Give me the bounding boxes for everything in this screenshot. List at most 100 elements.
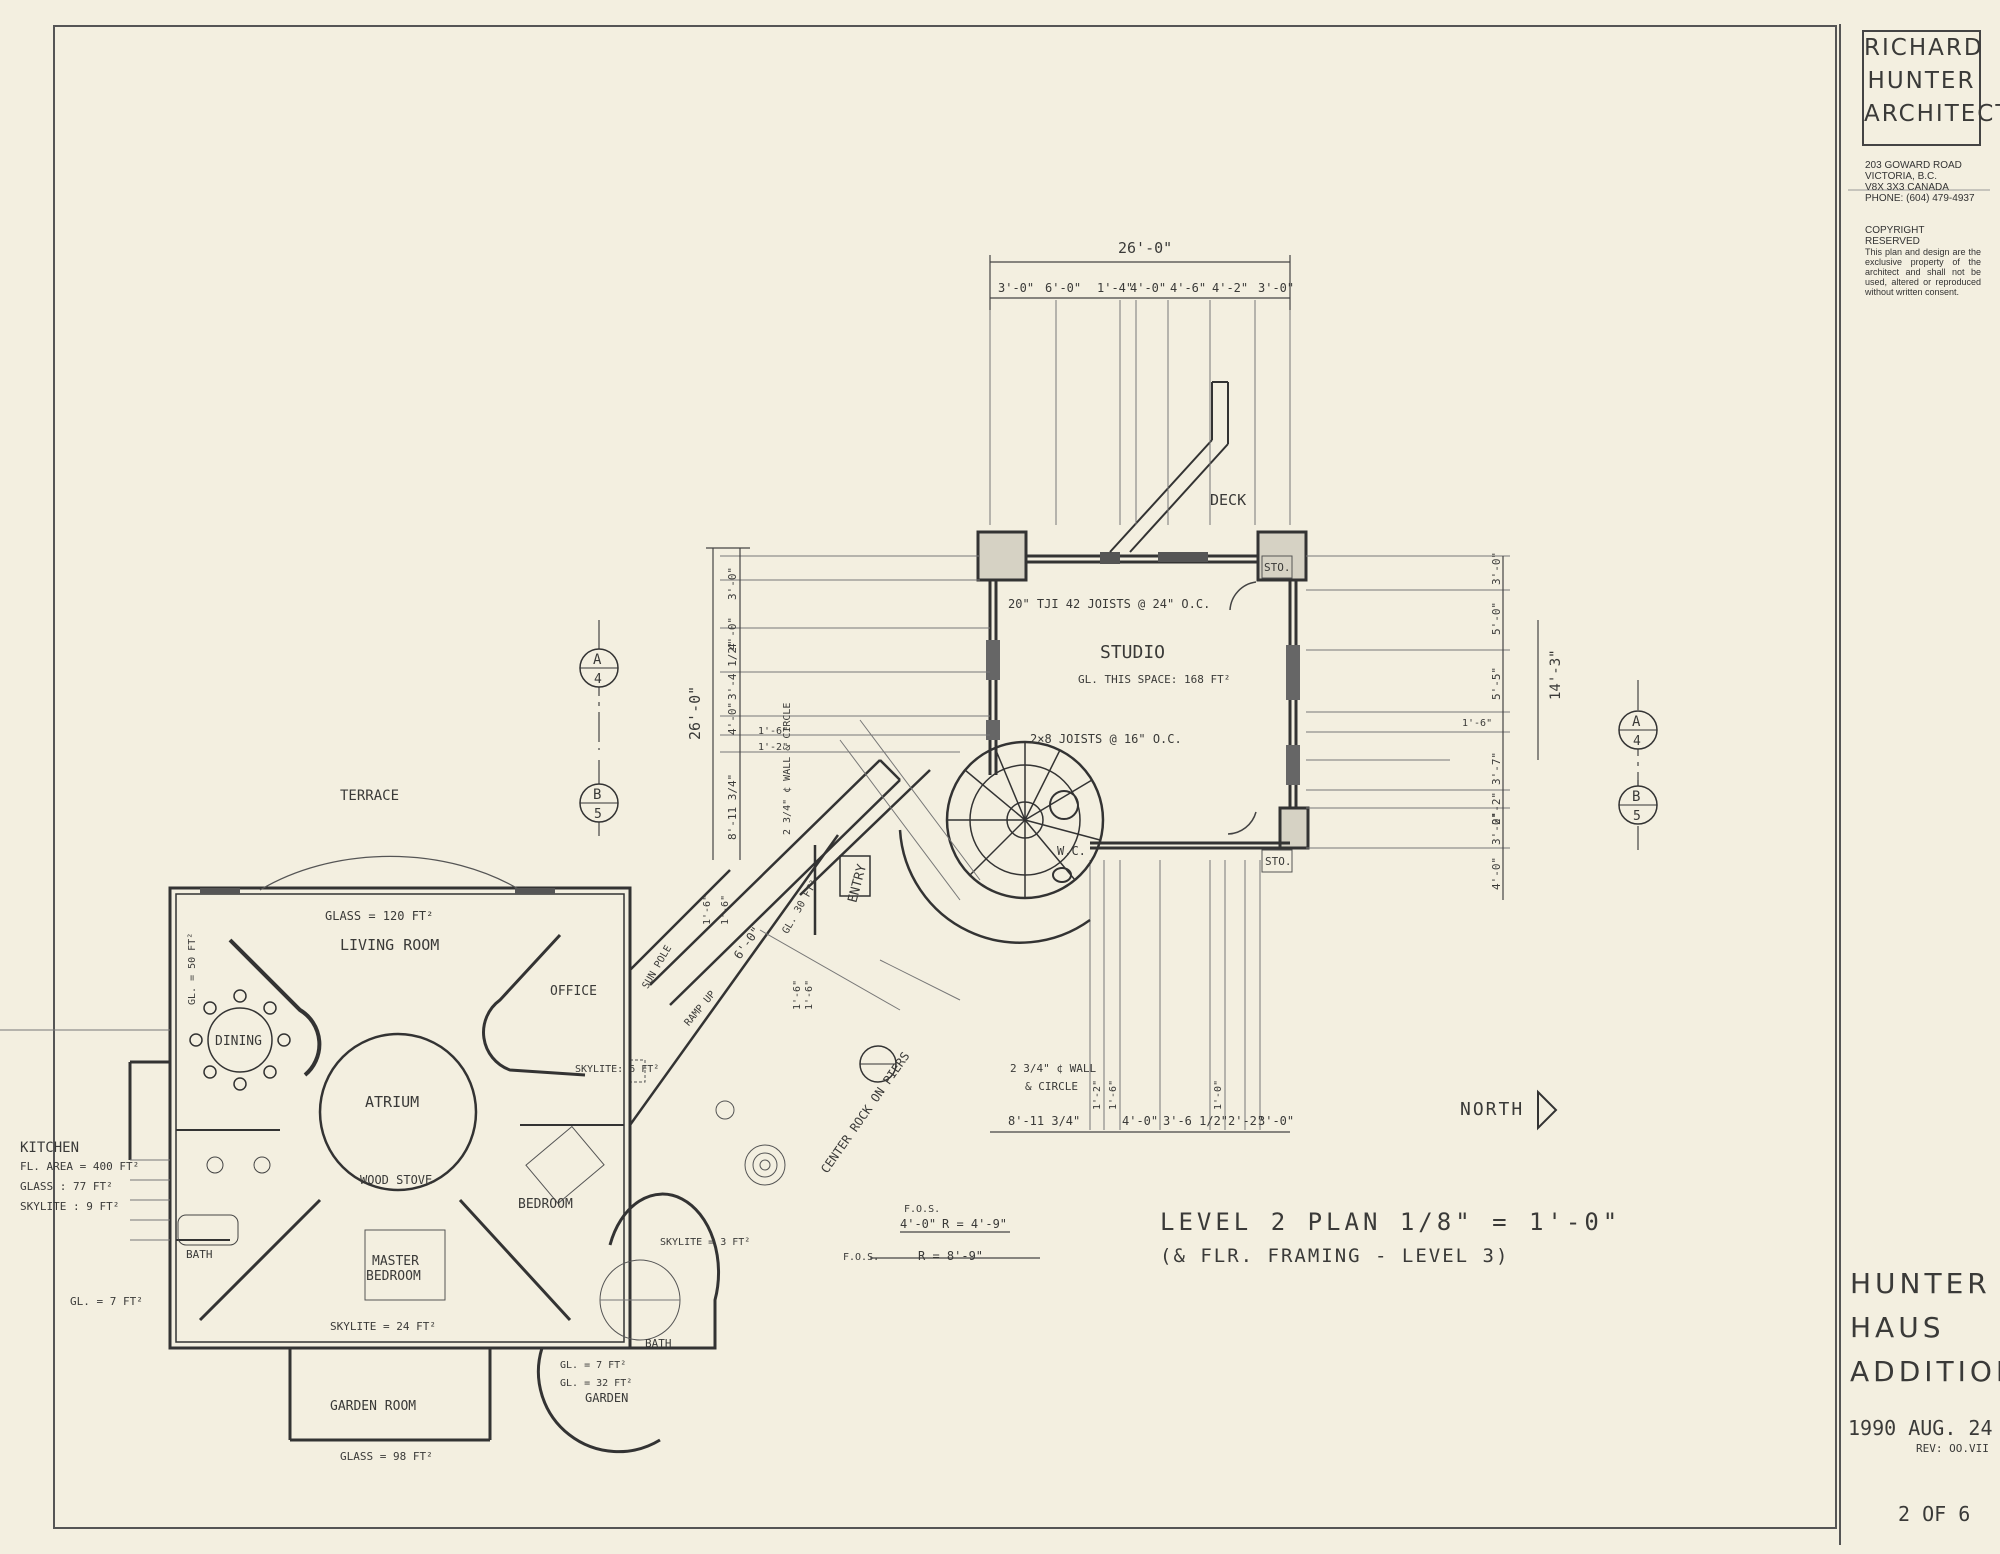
top-dim-2: 6'-0" (1045, 281, 1081, 295)
project-line-3: ADDITION (1850, 1355, 2000, 1388)
fos-label-1: F.O.S. (904, 1204, 940, 1215)
dining-label: DINING (215, 1034, 262, 1049)
kitchen-area-label: FL. AREA = 400 FT² (20, 1160, 139, 1173)
hall-dim-2: 1'-6" (720, 895, 731, 925)
entry-hall-walls (628, 759, 931, 1126)
fos-dimensions (870, 1231, 1040, 1259)
north-label: NORTH (1460, 1099, 1524, 1120)
top-dim-1: 3'-0" (998, 281, 1034, 295)
top-overall-dim: 26'-0" (1118, 239, 1172, 257)
sto-bottom-label: STO. (1265, 855, 1292, 868)
hall-dim-3: 6'-0" (731, 924, 763, 962)
bottom-dim-7: 2'-2" (1228, 1114, 1264, 1128)
section-b-right-letter: B (1632, 789, 1640, 805)
section-b-letter: B (593, 787, 601, 803)
framing-lines (720, 300, 1510, 1130)
fos-radius-1: R = 4'-9" (942, 1217, 1007, 1231)
hall-dim-5: 1'-6" (804, 980, 815, 1010)
section-marker-a-left: A 4 (579, 620, 619, 750)
copyright-notice: This plan and design are the exclusive p… (1865, 247, 1981, 297)
living-glass-label: GLASS = 120 FT² (325, 909, 433, 923)
left-dim-7: 8'-11 3/4" (726, 774, 739, 840)
wall-note-right-2: & CIRCLE (1025, 1080, 1078, 1093)
office-label: OFFICE (550, 984, 597, 999)
wood-stove-label: WOOD STOVE (360, 1173, 432, 1187)
left-dim-1: 3'-0" (726, 567, 739, 600)
skylite-hall-label: SKYLITE: 6 FT² (575, 1064, 659, 1075)
fos-dim-1: 4'-0" (900, 1217, 936, 1231)
project-line-1: HUNTER (1850, 1267, 1991, 1300)
address-line-1: 203 GOWARD ROAD (1865, 160, 1962, 171)
top-dim-5: 4'-6" (1170, 281, 1206, 295)
deck-ramp (1109, 381, 1229, 553)
sto-top-label: STO. (1264, 561, 1291, 574)
firm-logo: RICHARD HUNTER ARCHITECT (1862, 30, 2000, 146)
bottom-dim-2: 1'-2" (1092, 1080, 1103, 1110)
top-dimension-string (989, 255, 1291, 310)
section-marker-b-left: B 5 (579, 760, 619, 840)
fos-radius-2: R = 8'-9" (918, 1249, 983, 1263)
section-a-letter: A (593, 652, 602, 668)
entry-label: ENTRY (845, 863, 870, 905)
bottom-dim-1: 8'-11 3/4" (1008, 1114, 1080, 1128)
section-a-right-letter: A (1632, 714, 1641, 730)
right-dim-2: 5'-0" (1490, 602, 1503, 635)
dining-table (189, 989, 291, 1091)
address-line-3: V8X 3X3 CANADA (1865, 182, 1949, 193)
bottom-dim-5: 3'-6 1/2" (1163, 1114, 1228, 1128)
bottom-dim-6: 1'-0" (1213, 1080, 1224, 1110)
bath-right-label: BATH (645, 1337, 672, 1350)
bottom-dim-8: 3'-0" (1258, 1114, 1294, 1128)
left-dim-5: 1'-6" (758, 726, 788, 737)
kitchen-skylite-label: SKYLITE : 9 FT² (20, 1200, 119, 1213)
project-line-2: HAUS (1850, 1311, 1945, 1344)
bottom-dim-4: 4'-0" (1122, 1114, 1158, 1128)
right-dim-8: 4'-0" (1490, 857, 1503, 890)
studio-label: STUDIO (1100, 642, 1165, 663)
hall-dim-1: 1'-6" (702, 895, 713, 925)
kitchen-glass-label: GLASS : 77 FT² (20, 1180, 113, 1193)
section-a-sheet: 4 (594, 672, 602, 687)
firm-address: 203 GOWARD ROAD VICTORIA, B.C. V8X 3X3 C… (1865, 160, 1981, 204)
right-dim-4: 1'-6" (1462, 718, 1492, 729)
drawing-border (53, 25, 1837, 1529)
main-house-walls (128, 886, 721, 1454)
center-rock-label: CENTER ROCK ON PIERS (818, 1049, 912, 1175)
left-dim-4: 4'-0" (726, 702, 739, 735)
plan-subtitle: (& FLR. FRAMING - LEVEL 3) (1160, 1245, 1509, 1267)
atrium-circle (318, 1032, 478, 1192)
top-dim-3: 1'-4" (1097, 281, 1133, 295)
right-dim-1: 3'-0" (1490, 552, 1503, 585)
logo-line-2: HUNTER (1867, 68, 1976, 94)
joists-top-label: 20" TJI 42 JOISTS @ 24" O.C. (1008, 597, 1210, 611)
spiral-stair (898, 740, 1105, 944)
right-dimension-string (1502, 556, 1539, 900)
left-dim-3: 3'-4 1/2" (726, 640, 739, 700)
address-line-2: VICTORIA, B.C. (1865, 171, 1938, 182)
right-dim-6: 2'-2" (1490, 792, 1503, 825)
bath-left-label: BATH (186, 1248, 213, 1261)
bedroom-label: BEDROOM (518, 1197, 573, 1212)
hall-dim-4: 1'-6" (792, 980, 803, 1010)
section-marker-b-right: B 5 (1618, 780, 1658, 850)
master-bedroom-label-1: MASTER (372, 1254, 419, 1269)
drawing-date: 1990 AUG. 24 (1848, 1416, 1993, 1440)
right-overall-dim: 14'-3" (1548, 649, 1564, 700)
address-line-4: PHONE: (604) 479-4937 (1865, 193, 1975, 204)
north-arrow-icon (1537, 1089, 1558, 1131)
section-a-right-sheet: 4 (1633, 734, 1641, 749)
studio-glazing-label: GL. THIS SPACE: 168 FT² (1078, 673, 1230, 686)
kitchen-label: KITCHEN (20, 1140, 79, 1156)
garden-label: GARDEN (585, 1391, 628, 1405)
skylite-master-label: SKYLITE = 24 FT² (330, 1320, 436, 1333)
top-dim-7: 3'-0" (1258, 281, 1294, 295)
master-bedroom-label-2: BEDROOM (366, 1269, 421, 1284)
copyright-label: COPYRIGHT RESERVED (1865, 225, 1925, 247)
right-dim-5: 3'-7" (1490, 752, 1503, 785)
wc-label: W.C. (1057, 844, 1086, 858)
section-b-sheet: 5 (594, 807, 602, 822)
right-dim-3: 5'-5" (1490, 667, 1503, 700)
project-title: HUNTER HAUS ADDITION (1850, 1262, 2000, 1394)
top-dim-6: 4'-2" (1212, 281, 1248, 295)
